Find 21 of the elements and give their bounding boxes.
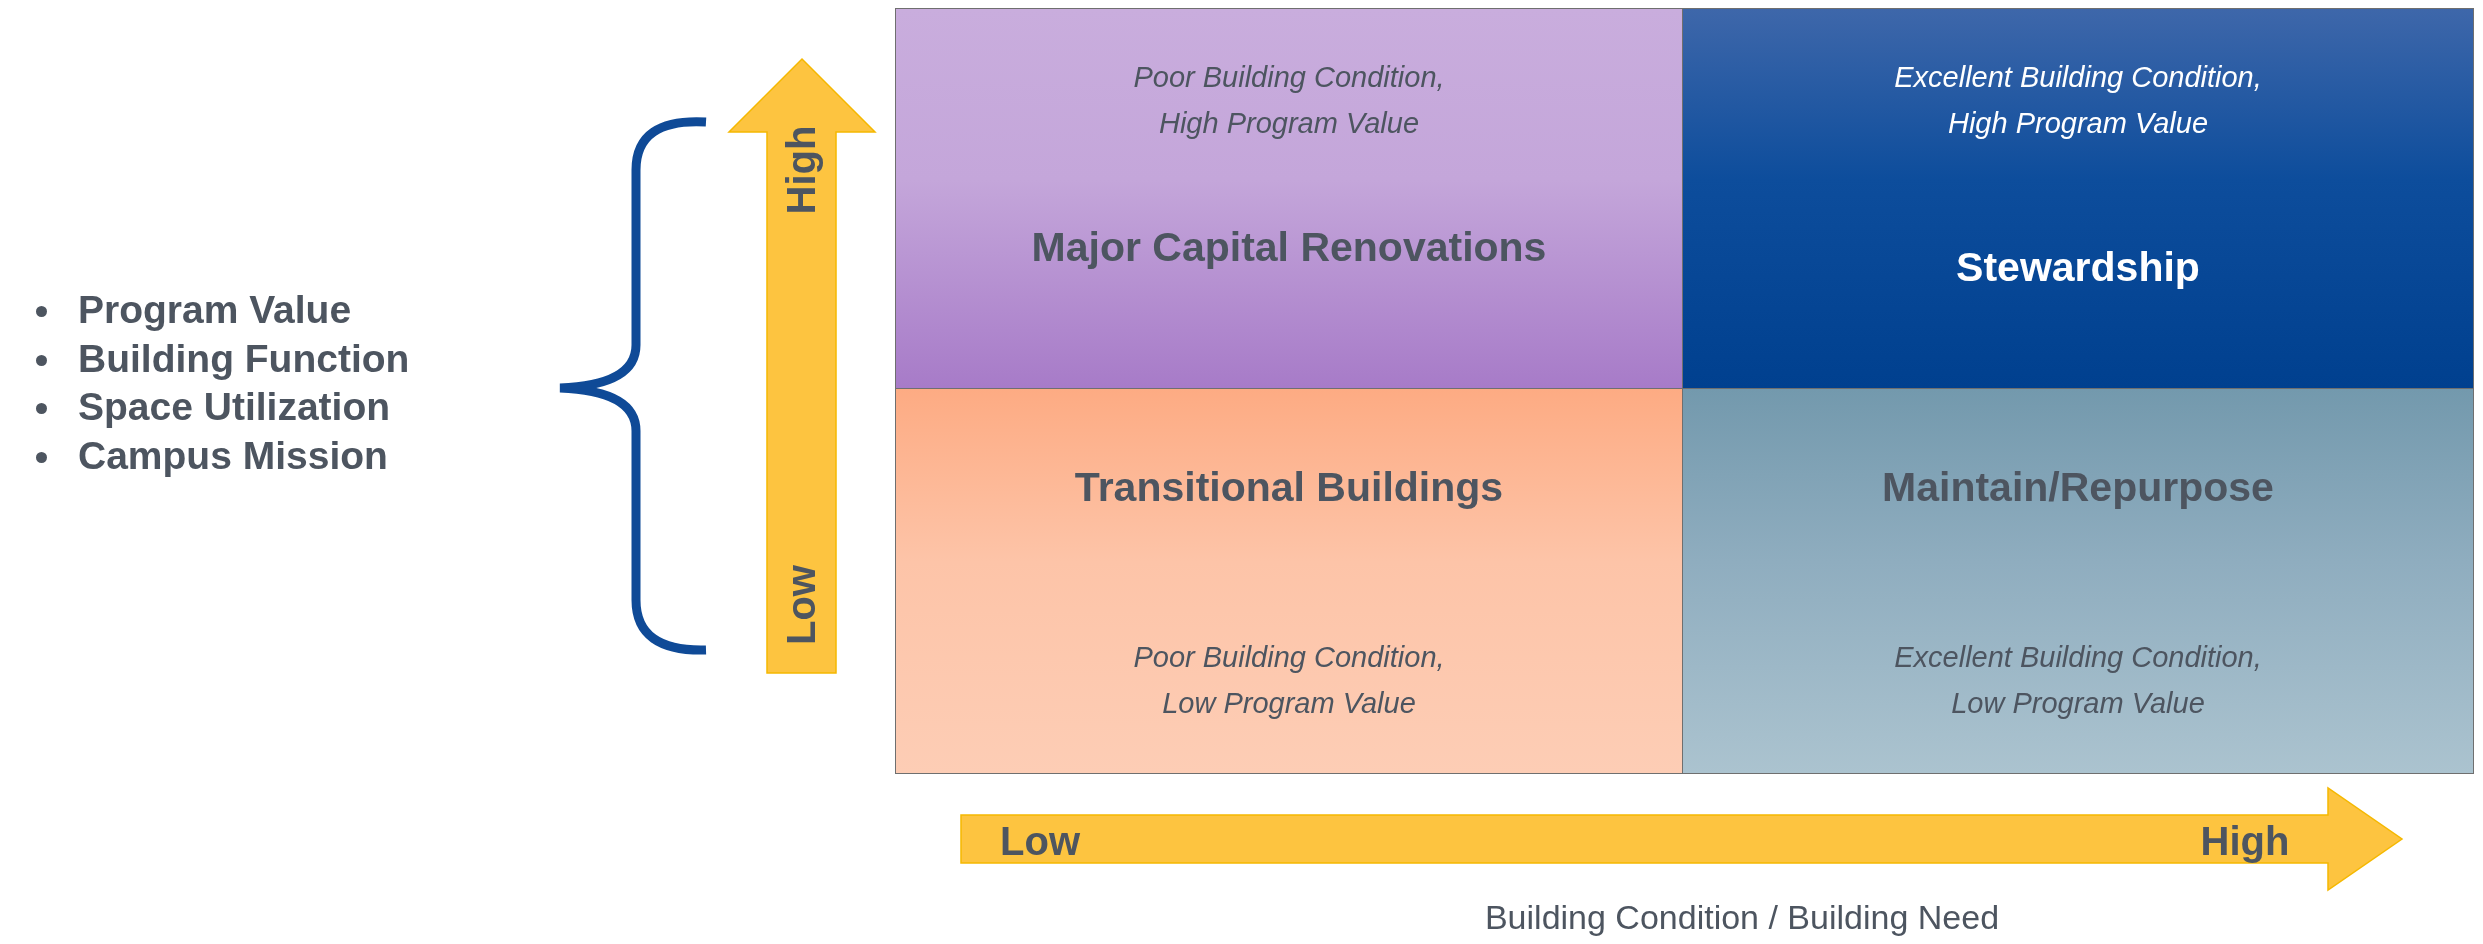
quadrant-description: Excellent Building Condition, Low Program Value xyxy=(1893,640,2263,721)
quadrant-title: Maintain/Repurpose xyxy=(1881,464,2275,511)
axis-level-label: High xyxy=(2200,818,2290,864)
bullet-item: Program Value xyxy=(78,288,352,331)
quadrant-title: Stewardship xyxy=(1955,244,2201,291)
quadrant-description: Excellent Building Condition, High Program Value xyxy=(1893,60,2263,141)
bullet-item: Building Function xyxy=(78,336,410,380)
axis-level-label: High xyxy=(778,125,824,215)
quadrant-box xyxy=(1682,388,2474,774)
quadrant-box xyxy=(1682,8,2474,389)
axis-level-label: Low xyxy=(778,565,824,645)
quadrant-title: Major Capital Renovations xyxy=(1030,224,1548,271)
quadrant-box xyxy=(895,388,1683,774)
quadrant-box xyxy=(895,8,1683,389)
quadrant-title: Transitional Buildings xyxy=(1073,464,1505,511)
axis-title: Building Condition / Building Need xyxy=(1484,897,2000,937)
axis-level-label: Low xyxy=(1000,818,1080,864)
bullet-item: Space Utilization xyxy=(78,385,391,428)
quadrant-description: Poor Building Condition, High Program Value xyxy=(1132,60,1446,141)
quadrant-description: Poor Building Condition, Low Program Value xyxy=(1132,640,1446,721)
bullet-item: Campus Mission xyxy=(78,433,388,477)
